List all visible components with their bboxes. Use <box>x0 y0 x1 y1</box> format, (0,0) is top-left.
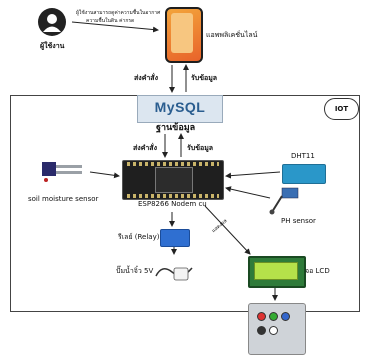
database-label: ฐานข้อมูล <box>156 123 196 133</box>
relay-icon <box>160 229 190 247</box>
control-panel-icon <box>248 303 306 355</box>
pump-label: ปั๊มน้ำจิ๋ว 5V <box>116 267 154 275</box>
user-desc-line1: ผู้ใช้งานสามารถดูค่าความชื้นในอากาศ <box>76 10 161 16</box>
lcd-display-icon <box>248 256 306 288</box>
board-pins-bottom <box>127 194 219 198</box>
dht11-sensor-icon <box>282 164 326 184</box>
black-button-icon <box>257 326 266 335</box>
lcd-screen <box>254 262 298 280</box>
user-icon <box>38 8 66 36</box>
soil-moisture-sensor-label: soil moisture sensor <box>28 195 99 203</box>
board-chip <box>155 167 193 193</box>
iot-cloud: IOT <box>324 98 359 120</box>
mysql-logo: MySQL <box>137 95 223 123</box>
arrow-board-lcd <box>204 205 251 255</box>
smartphone-icon <box>165 7 203 63</box>
red-button-icon <box>257 312 266 321</box>
arrow-soil-board <box>89 171 120 179</box>
arrow-ph-board <box>225 186 271 199</box>
ph-sensor-icon <box>269 187 299 215</box>
send-command-label-top: ส่งคำสั่ง <box>134 74 158 82</box>
receive-data-label-mid: รับข้อมูล <box>187 144 214 152</box>
lcd-label: จอ LCD <box>305 267 330 275</box>
user-desc-line2: ความชื้นในดิน ค่ากรด <box>86 18 135 24</box>
dht11-label: DHT11 <box>291 152 315 160</box>
user-label: ผู้ใช้งาน <box>40 42 65 50</box>
mysql-wordmark: MySQL <box>154 99 206 115</box>
receive-data-label-top: รับข้อมูล <box>191 74 218 82</box>
phone-screen <box>171 13 193 53</box>
arrow-dht-board <box>225 171 281 179</box>
mini-pump-icon <box>155 267 193 281</box>
esp8266-board <box>122 160 224 200</box>
send-command-label-mid: ส่งคำสั่ง <box>133 144 157 152</box>
mobile-app-label: แอพพลิเคชั่นไลน์ <box>206 31 258 39</box>
arrow-user-phone <box>71 21 159 33</box>
white-button-icon <box>269 326 278 335</box>
relay-label: รีเลย์ (Relay) <box>118 233 160 241</box>
blue-button-icon <box>281 312 290 321</box>
board-pins-top <box>127 162 219 166</box>
board-label: ESP8266 Nodem cu <box>138 200 207 208</box>
ph-sensor-label: PH sensor <box>281 217 316 225</box>
green-button-icon <box>269 312 278 321</box>
soil-moisture-sensor-icon <box>42 162 82 182</box>
